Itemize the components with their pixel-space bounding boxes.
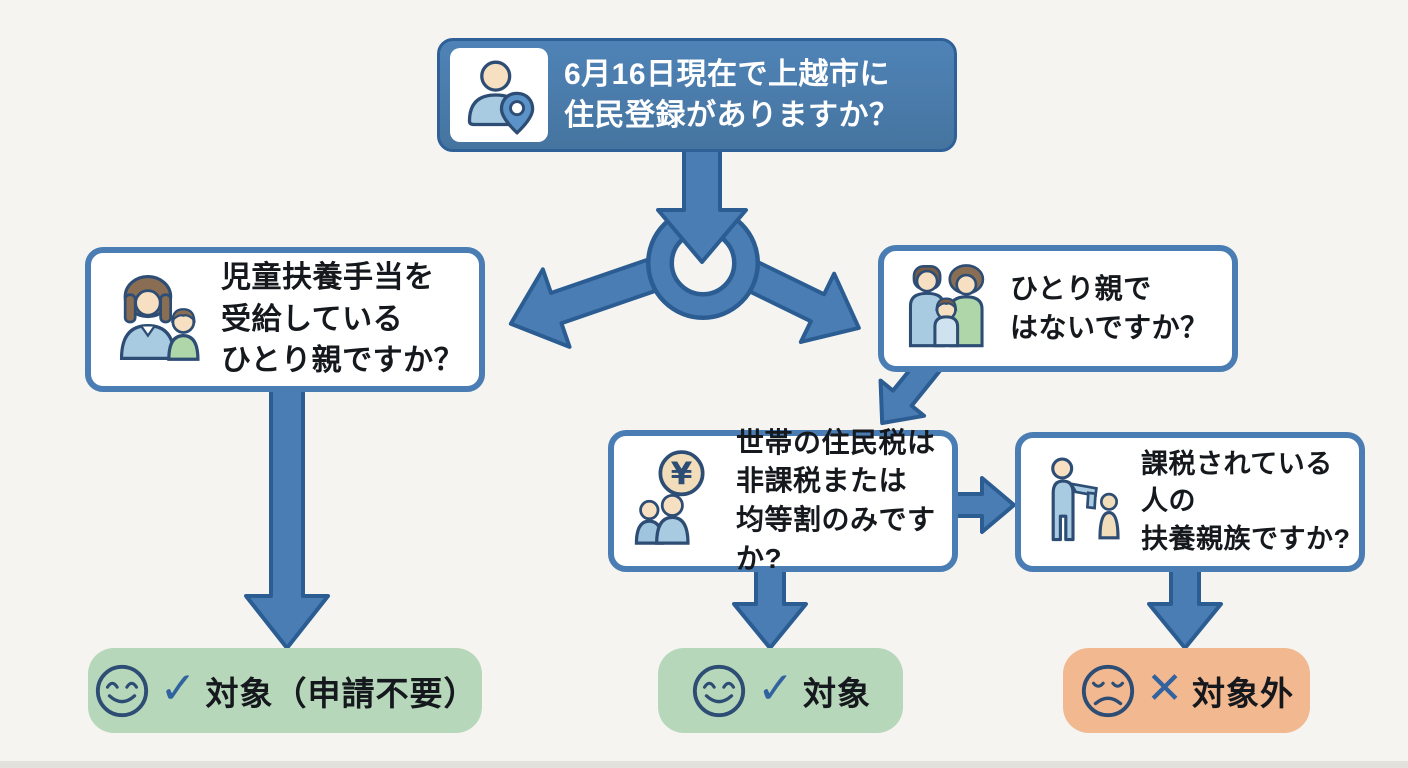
happy-face-icon: [93, 662, 151, 720]
person-location-icon: [450, 48, 548, 142]
node-childcare-allowance-text: 児童扶養手当を 受給している ひとり親ですか？: [221, 261, 465, 378]
check-icon: ✓: [159, 663, 197, 713]
result-text-not-eligible: 対象外: [1191, 674, 1294, 712]
node-resident-tax: ¥ 世帯の住民税は 非課税または 均等割のみですか?: [608, 427, 958, 574]
node-residency: 6月16日現在で上越市に 住民登録がありますか？: [437, 38, 957, 152]
node-childcare-allowance: 児童扶養手当を 受給している ひとり親ですか？: [85, 247, 485, 392]
yen-household-icon: ¥: [630, 446, 722, 557]
result-text-eligible: 対象: [802, 674, 871, 712]
check-icon: ✓: [757, 663, 794, 713]
pointing-person-icon: [1037, 452, 1127, 553]
result-eligible: ✓ 対象: [658, 648, 903, 733]
result-text-eligible-no-application: 対象（申請不要）: [205, 674, 478, 712]
arrow-split-to-left: [508, 253, 672, 349]
node-resident-tax-text: 世帯の住民税は 非課税または 均等割のみですか?: [736, 426, 936, 574]
result-eligible-no-application: ✓ 対象（申請不要）: [88, 648, 482, 733]
family-icon: [900, 259, 996, 358]
arrow-top-to-split: [656, 144, 748, 264]
node-residency-text: 6月16日現在で上越市に 住民登録がありますか？: [564, 57, 900, 132]
sad-face-icon: [1079, 662, 1137, 720]
cross-icon: ✕: [1146, 663, 1183, 713]
node-dependent-of-taxed: 課税されている人の 扶養親族ですか?: [1015, 432, 1365, 572]
result-not-eligible: ✕ 対象外: [1063, 648, 1310, 733]
arrow-tax-to-result: [732, 564, 808, 650]
happy-face-icon: [690, 662, 748, 720]
node-not-single-parent-text: ひとり親で はないですか？: [1010, 272, 1209, 343]
bottom-edge-strip: [0, 761, 1408, 768]
mother-child-icon: [107, 263, 207, 376]
arrow-dependent-to-result: [1147, 564, 1223, 650]
node-not-single-parent: ひとり親で はないですか？: [878, 245, 1238, 372]
node-dependent-of-taxed-text: 課税されている人の 扶養親族ですか?: [1141, 449, 1351, 554]
arrow-allowance-to-result: [244, 384, 330, 650]
svg-text:¥: ¥: [671, 456, 693, 492]
